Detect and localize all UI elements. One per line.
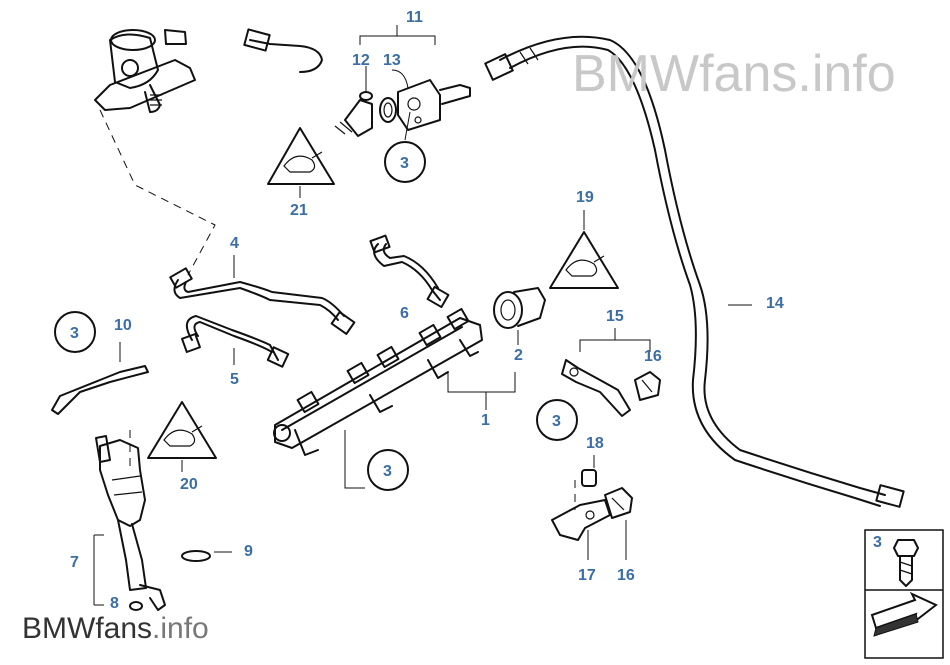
callout-circle-3-right: [536, 399, 578, 441]
callout-2: 2: [514, 347, 523, 364]
callout-13: 13: [383, 52, 401, 69]
callout-11: 11: [406, 9, 423, 26]
watermark-top-brand: BMWfans: [572, 45, 798, 103]
warning-triangle-20: [147, 401, 217, 472]
warning-triangle-21: [267, 127, 335, 198]
callout-16-bottom: 16: [617, 567, 635, 584]
watermark-bottom-brand: BMWfans: [22, 612, 153, 645]
sensor-bracket[interactable]: [397, 79, 471, 131]
watermark-bottom-suffix: .info: [152, 612, 209, 645]
holder-15[interactable]: [561, 359, 631, 417]
dashed-line-pump: [99, 109, 216, 276]
bracket-15: [579, 339, 651, 352]
watermark-top: BMWfans.info: [572, 44, 896, 104]
clip-16-bottom[interactable]: [604, 487, 633, 560]
callout-10: 10: [114, 317, 132, 334]
callout-18: 18: [586, 435, 604, 452]
seal-ring-9[interactable]: [181, 550, 232, 562]
callout-20: 20: [180, 476, 198, 493]
leader-3-center: [344, 430, 365, 489]
pressure-sensor[interactable]: [334, 66, 373, 137]
injection-line-4[interactable]: [169, 255, 356, 335]
seal-ring-8[interactable]: [129, 601, 143, 611]
clip-16-top[interactable]: [634, 371, 661, 401]
callout-16-top: 16: [644, 348, 662, 365]
warning-triangle-19: [549, 210, 619, 289]
callout-1: 1: [481, 412, 490, 429]
callout-8: 8: [110, 595, 119, 612]
callout-circle-3-top: [384, 141, 426, 183]
callout-3-left: 3: [70, 325, 79, 342]
injection-line-5[interactable]: [181, 315, 290, 368]
injector-7[interactable]: [95, 435, 166, 611]
legend-box-number: 3: [873, 534, 882, 551]
injection-line-6[interactable]: [369, 234, 450, 309]
watermark-top-suffix: .info: [797, 45, 896, 103]
callout-5: 5: [230, 371, 239, 388]
bracket-1: [447, 372, 516, 393]
bracket-7: [93, 534, 104, 606]
callout-21: 21: [290, 202, 308, 219]
heat-shield-10[interactable]: [51, 342, 149, 415]
callout-circle-3-center: [367, 449, 409, 491]
sealing-ring[interactable]: [379, 69, 409, 123]
callout-6: 6: [400, 305, 409, 322]
fuel-rail[interactable]: [273, 307, 483, 456]
pump-feed-line[interactable]: [243, 28, 323, 73]
callout-12: 12: [352, 52, 370, 69]
callout-3-center: 3: [383, 463, 392, 480]
holder-17[interactable]: [551, 499, 611, 560]
leader-3a: [404, 111, 411, 141]
callout-19: 19: [576, 189, 594, 206]
fuel-feed-line-14[interactable]: [484, 35, 905, 508]
callout-4: 4: [230, 235, 239, 252]
callout-circle-3-left: [54, 311, 96, 353]
callout-7: 7: [70, 554, 79, 571]
high-pressure-pump[interactable]: [94, 29, 196, 113]
screw-18[interactable]: [581, 455, 597, 487]
legend-box: [864, 529, 944, 659]
bracket-11: [359, 35, 436, 45]
callout-14: 14: [766, 295, 784, 312]
callout-3-right: 3: [552, 413, 561, 430]
callout-15: 15: [606, 308, 624, 325]
callout-9: 9: [244, 543, 253, 560]
plug-part-2[interactable]: [493, 287, 546, 345]
watermark-bottom: BMWfans.info: [22, 612, 209, 646]
callout-17: 17: [578, 567, 596, 584]
callout-3-top: 3: [400, 155, 409, 172]
